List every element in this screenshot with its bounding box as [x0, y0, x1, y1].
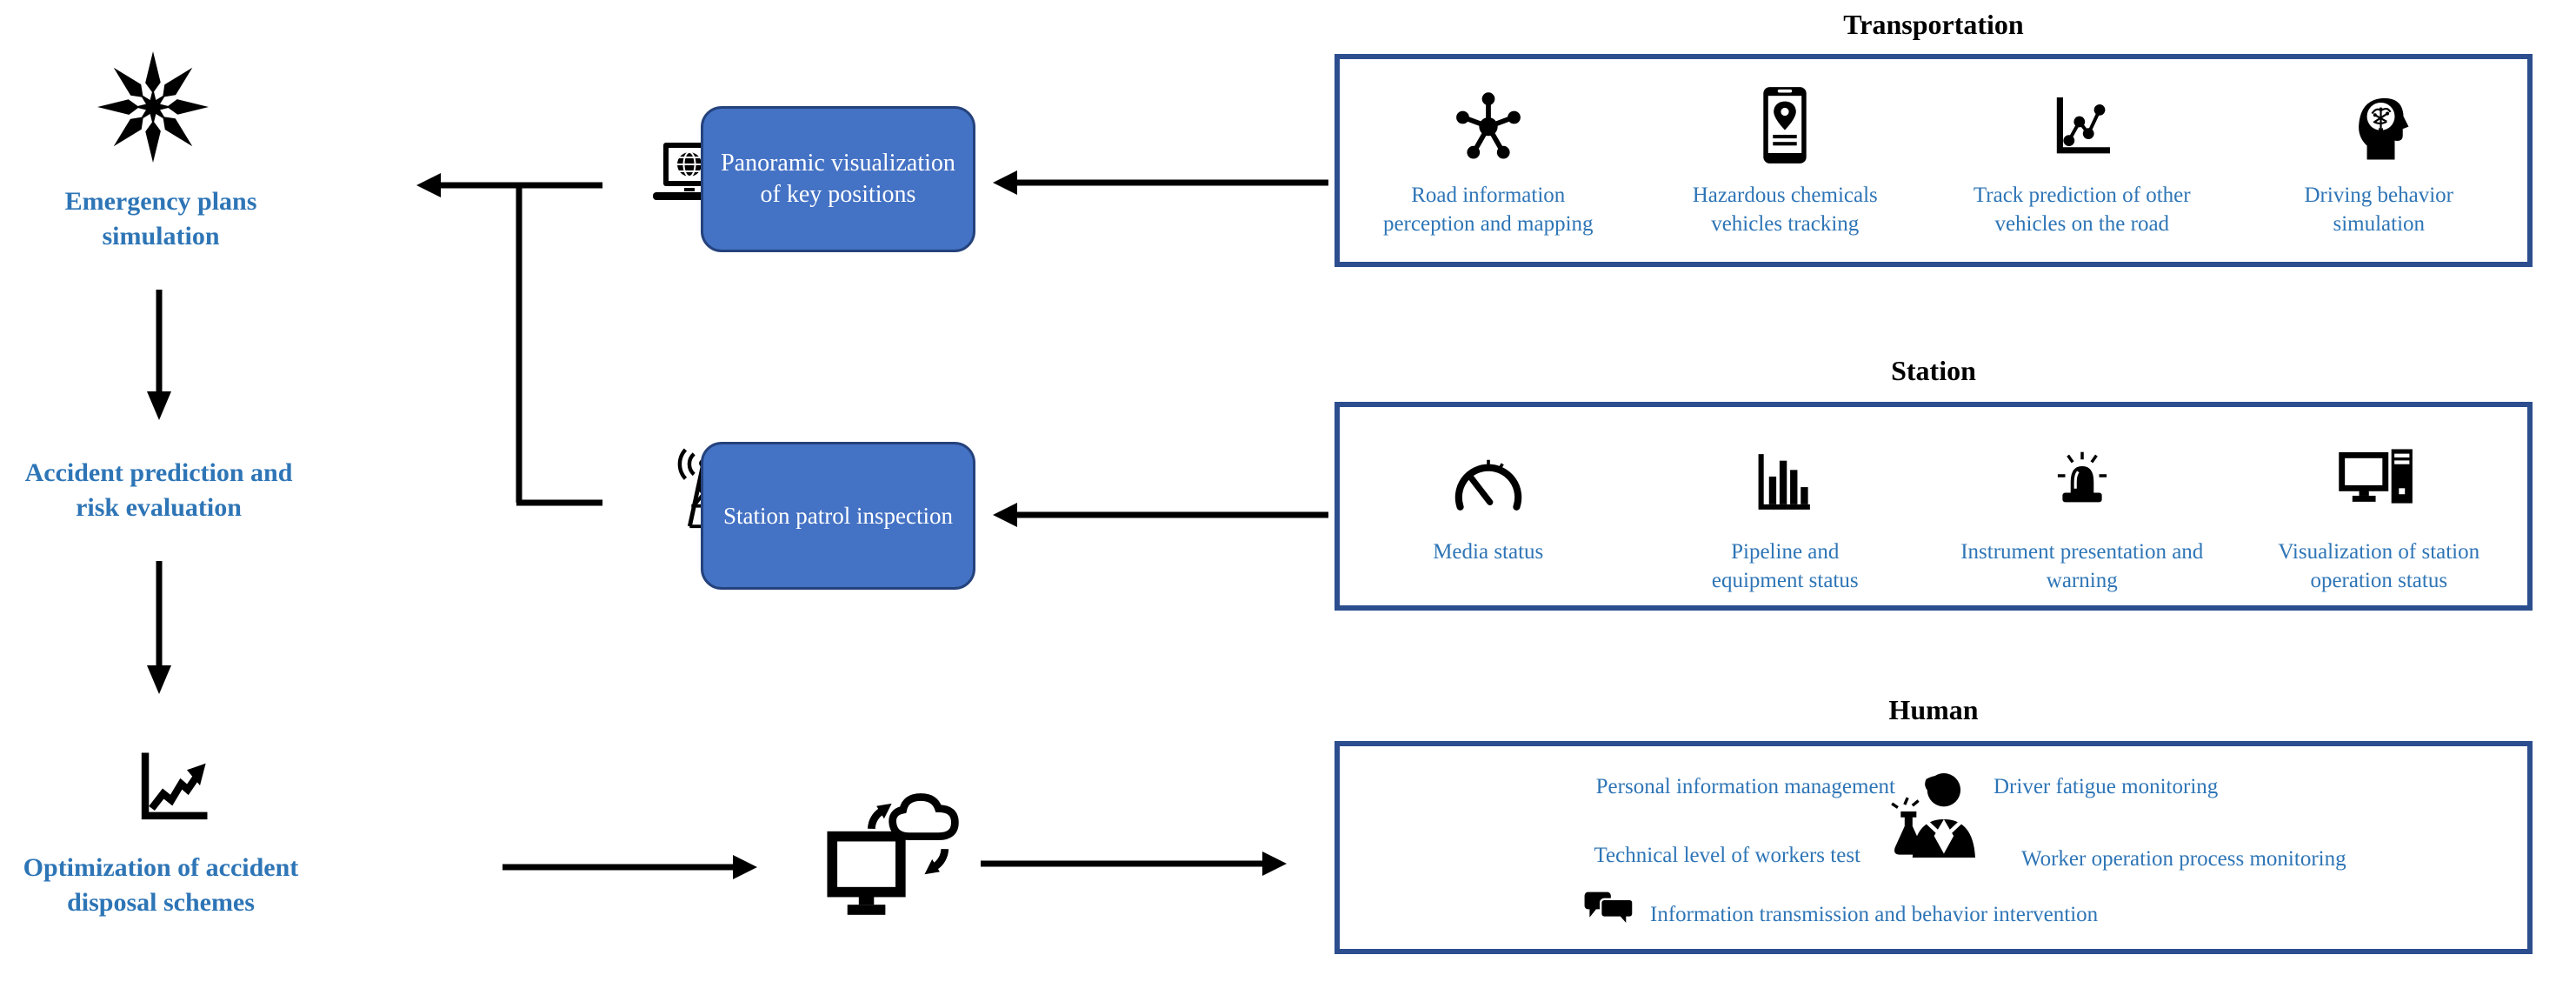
human-item-driver-fatigue: Driver fatigue monitoring	[1994, 775, 2219, 798]
worker-icon	[1883, 760, 1991, 878]
station-item-label: Media status	[1433, 540, 1544, 564]
station-item-label: Visualization of station operation statu…	[2278, 540, 2480, 592]
bar-chart-icon	[1752, 438, 1818, 525]
explosion-icon	[97, 49, 209, 165]
siren-icon	[2048, 438, 2116, 525]
network-icon	[1453, 82, 1524, 169]
transportation-title: Transportation	[1843, 9, 2024, 40]
panoramic-visualization-label: Panoramic visualization of key positions	[721, 150, 955, 208]
transportation-item-label: Driving behavior simulation	[2304, 184, 2453, 236]
human-item-worker-operation: Worker operation process monitoring	[2021, 847, 2346, 871]
head-brain-icon	[2342, 82, 2415, 169]
station-item-instrument: Instrument presentation and warning	[1934, 407, 2231, 605]
desktop-computer-icon	[2337, 438, 2420, 525]
human-title: Human	[1888, 694, 1979, 725]
line-chart-icon	[132, 736, 214, 838]
human-item-technical-level: Technical level of workers test	[1594, 844, 1860, 867]
transportation-item-track-prediction: Track prediction of other vehicles on th…	[1934, 59, 2231, 262]
transportation-box: Road information perception and mapping …	[1335, 54, 2533, 267]
human-item-info-transmission: Information transmission and behavior in…	[1650, 903, 2099, 926]
transportation-item-label: Track prediction of other vehicles on th…	[1973, 184, 2191, 236]
flow-step-accident-prediction: Accident prediction and risk evaluation	[24, 458, 293, 522]
station-patrol-node: Station patrol inspection	[701, 442, 975, 590]
gauge-icon	[1449, 438, 1528, 525]
transportation-item-road: Road information perception and mapping	[1340, 59, 1637, 262]
human-item-personal-info: Personal information management	[1595, 775, 1895, 798]
flow-step-optimization: Optimization of accident disposal scheme…	[23, 853, 299, 917]
chat-bubbles-icon	[1584, 885, 1640, 934]
station-title: Station	[1891, 355, 1976, 386]
station-box: Media status Pipeline and equipment stat…	[1335, 402, 2533, 611]
station-patrol-label: Station patrol inspection	[723, 503, 953, 529]
transportation-item-driving-behavior: Driving behavior simulation	[2231, 59, 2528, 262]
flow-step-emergency-plans: Emergency plans simulation	[64, 187, 257, 250]
station-item-label: Pipeline and equipment status	[1711, 540, 1859, 592]
transportation-item-label: Road information perception and mapping	[1382, 184, 1594, 236]
transportation-item-label: Hazardous chemicals vehicles tracking	[1692, 184, 1878, 236]
connector-buttons-to-emergency	[441, 182, 602, 506]
track-chart-icon	[2047, 82, 2117, 169]
station-item-media: Media status	[1340, 407, 1637, 605]
station-item-label: Instrument presentation and warning	[1960, 540, 2204, 592]
station-item-visualization: Visualization of station operation statu…	[2231, 407, 2528, 605]
panoramic-visualization-node: Panoramic visualization of key positions	[701, 106, 975, 252]
phone-location-icon	[1757, 82, 1813, 169]
cloud-sync-monitor-icon	[826, 788, 965, 920]
transportation-item-tracking: Hazardous chemicals vehicles tracking	[1637, 59, 1934, 262]
station-item-pipeline: Pipeline and equipment status	[1637, 407, 1934, 605]
